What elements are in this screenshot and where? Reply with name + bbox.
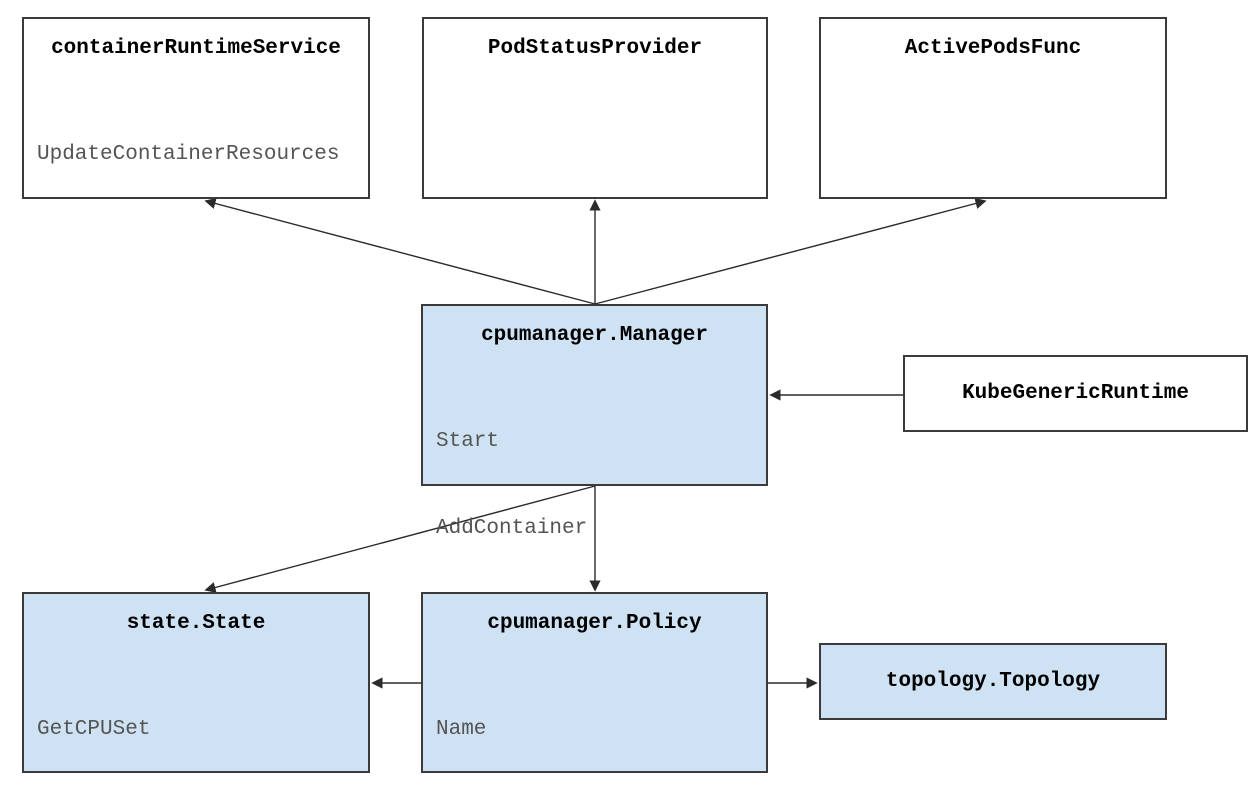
node-title: PodStatusProvider	[487, 37, 703, 60]
node-title: containerRuntimeService	[51, 37, 341, 60]
method-item: AddContainer	[436, 517, 588, 540]
node-method-list: UpdateContainerResources	[24, 82, 368, 227]
node-cpumanager-manager: cpumanager.Manager Start AddContainer Re…	[421, 304, 768, 714]
method-item: Start	[436, 430, 500, 453]
node-cpumanager-policy: cpumanager.Policy Name AddContainer Remo…	[421, 592, 768, 773]
method-item: UpdateContainerResources	[37, 143, 340, 166]
node-title: cpumanager.Manager	[481, 324, 708, 347]
arrow-manager-to-active-pods-func	[594, 198, 987, 305]
node-container-runtime-service: containerRuntimeService UpdateContainerR…	[22, 17, 370, 199]
node-title: state.State	[126, 612, 266, 635]
node-title: cpumanager.Policy	[487, 612, 702, 635]
node-pod-status-provider: PodStatusProvider	[422, 17, 768, 199]
node-title: topology.Topology	[885, 669, 1101, 693]
method-item: GetCPUSet	[37, 718, 151, 741]
method-item: Name	[436, 718, 487, 741]
node-state-state: state.State GetCPUSet GetDefaultCPUSet S…	[22, 592, 370, 773]
node-method-list: GetCPUSet GetDefaultCPUSet SetCPUSet Set…	[24, 657, 368, 788]
node-method-list: Name AddContainer RemoveContainer	[423, 657, 766, 788]
node-topology-topology: topology.Topology	[819, 643, 1167, 720]
node-title: ActivePodsFunc	[904, 37, 1082, 60]
node-title: KubeGenericRuntime	[962, 381, 1189, 405]
node-active-pods-func: ActivePodsFunc	[819, 17, 1167, 199]
node-kube-generic-runtime: KubeGenericRuntime	[903, 355, 1248, 432]
